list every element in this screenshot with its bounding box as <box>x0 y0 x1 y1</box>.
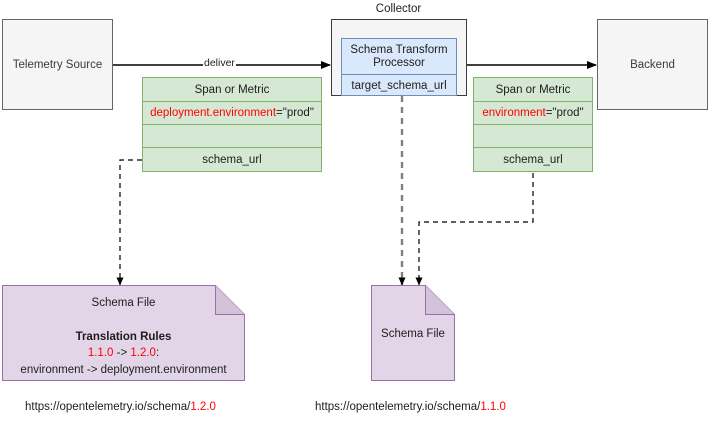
table-span-or-metric-left[interactable]: Span or Metric deployment.environment="p… <box>142 77 322 172</box>
translation-rules-header: Translation Rules <box>75 331 172 343</box>
collector-caption: Collector <box>375 3 422 15</box>
schema-file-right-url: https://opentelemetry.io/schema/1.1.0 <box>315 401 506 413</box>
edge-left-schema-ref <box>116 159 142 286</box>
node-telemetry-source[interactable]: Telemetry Source <box>2 19 113 110</box>
span-right-spacer <box>474 125 592 148</box>
rules-from-version: 1.1.0 <box>87 347 114 360</box>
schema-file-right-label: Schema File <box>381 328 445 340</box>
processor-target-schema-url: target_schema_url <box>351 79 447 92</box>
processor-title: Schema Transform Processor <box>342 39 456 75</box>
node-backend[interactable]: Backend <box>597 19 708 110</box>
span-left-attribute-value: ="prod" <box>276 107 314 119</box>
node-schema-file-right[interactable]: Schema File <box>371 285 455 381</box>
backend-label: Backend <box>630 58 675 71</box>
schema-file-right-url-prefix: https://opentelemetry.io/schema/ <box>315 401 481 413</box>
schema-file-left-rules: Translation Rules 1.1.0 -> 1.2.0: enviro… <box>2 329 245 378</box>
edge-label-deliver: deliver <box>203 57 236 69</box>
span-left-header: Span or Metric <box>143 78 321 102</box>
span-left-attribute-key: deployment.environment <box>150 107 277 119</box>
span-right-attribute: environment="prod" <box>474 102 592 125</box>
span-right-attribute-value: ="prod" <box>545 107 584 119</box>
rules-arrow: -> <box>113 347 131 360</box>
schema-file-left-url: https://opentelemetry.io/schema/1.2.0 <box>25 401 216 413</box>
span-left-attribute: deployment.environment="prod" <box>143 102 321 125</box>
schema-file-left-shape <box>2 285 245 381</box>
schema-file-left-label: Schema File <box>91 297 156 309</box>
schema-file-right-shape <box>371 285 455 381</box>
schema-file-right-url-version: 1.1.0 <box>480 401 506 413</box>
node-schema-transform-processor[interactable]: Schema Transform Processor target_schema… <box>341 38 457 96</box>
schema-file-left-url-prefix: https://opentelemetry.io/schema/ <box>25 401 191 413</box>
table-span-or-metric-right[interactable]: Span or Metric environment="prod" schema… <box>473 77 593 172</box>
translation-rules-versions: 1.1.0 -> 1.2.0: <box>2 345 245 361</box>
span-left-spacer <box>143 125 321 148</box>
schema-file-left-url-version: 1.2.0 <box>190 401 216 413</box>
telemetry-source-label: Telemetry Source <box>12 58 103 71</box>
translation-rules-mapping: environment -> deployment.environment <box>20 363 227 376</box>
span-right-attribute-key: environment <box>482 107 546 119</box>
rules-colon: : <box>155 347 160 360</box>
span-right-header: Span or Metric <box>474 78 592 102</box>
rules-to-version: 1.2.0 <box>130 347 156 360</box>
span-left-schema-url: schema_url <box>202 154 262 166</box>
span-right-schema-url: schema_url <box>503 154 563 166</box>
edge-right-schema-ref <box>415 173 534 286</box>
node-schema-file-left[interactable]: Schema File Translation Rules 1.1.0 -> 1… <box>2 285 245 381</box>
